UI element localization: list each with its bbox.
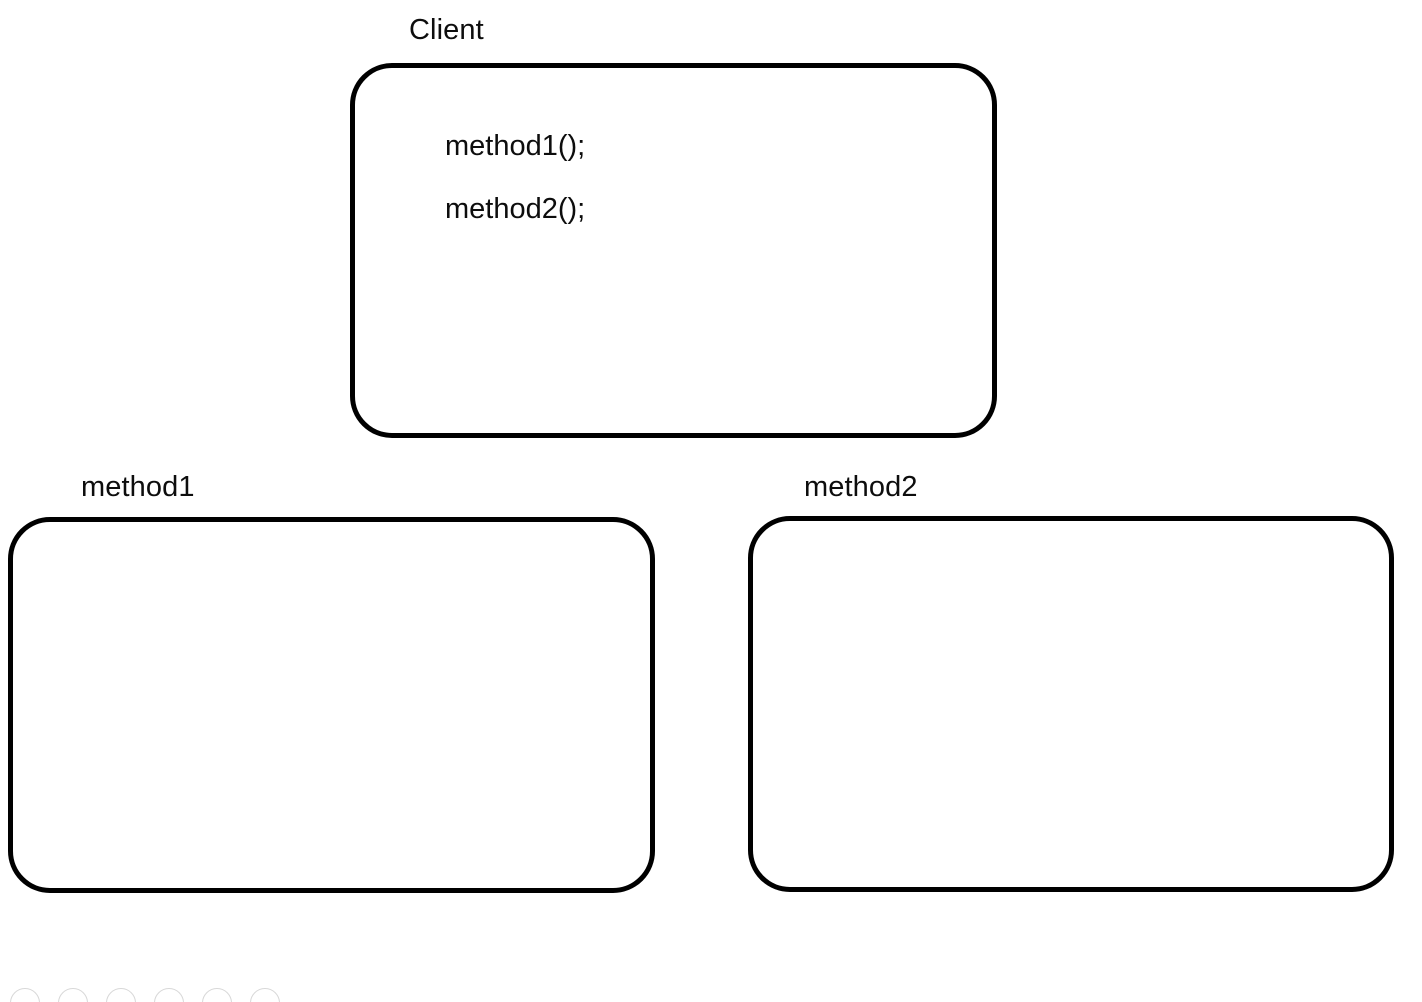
node-caption-method2: method2 (804, 471, 918, 503)
selection-handle-dot[interactable] (250, 988, 280, 1002)
selection-handle-dot[interactable] (154, 988, 184, 1002)
selection-handle-dot[interactable] (10, 988, 40, 1002)
node-method1[interactable] (8, 517, 655, 893)
node-caption-method1: method1 (81, 471, 195, 503)
selection-handle-dot[interactable] (58, 988, 88, 1002)
node-client[interactable]: method1(); method2(); (350, 63, 997, 438)
statement-method2-call: method2(); (445, 193, 586, 225)
node-caption-client: Client (409, 14, 484, 46)
node-method2[interactable] (748, 516, 1394, 892)
client-statement-list: method1(); method2(); (445, 132, 585, 224)
selection-handle-dot[interactable] (202, 988, 232, 1002)
handle-strip (0, 988, 1422, 1002)
selection-handle-dot[interactable] (106, 988, 136, 1002)
statement-method1-call: method1(); (445, 130, 586, 162)
